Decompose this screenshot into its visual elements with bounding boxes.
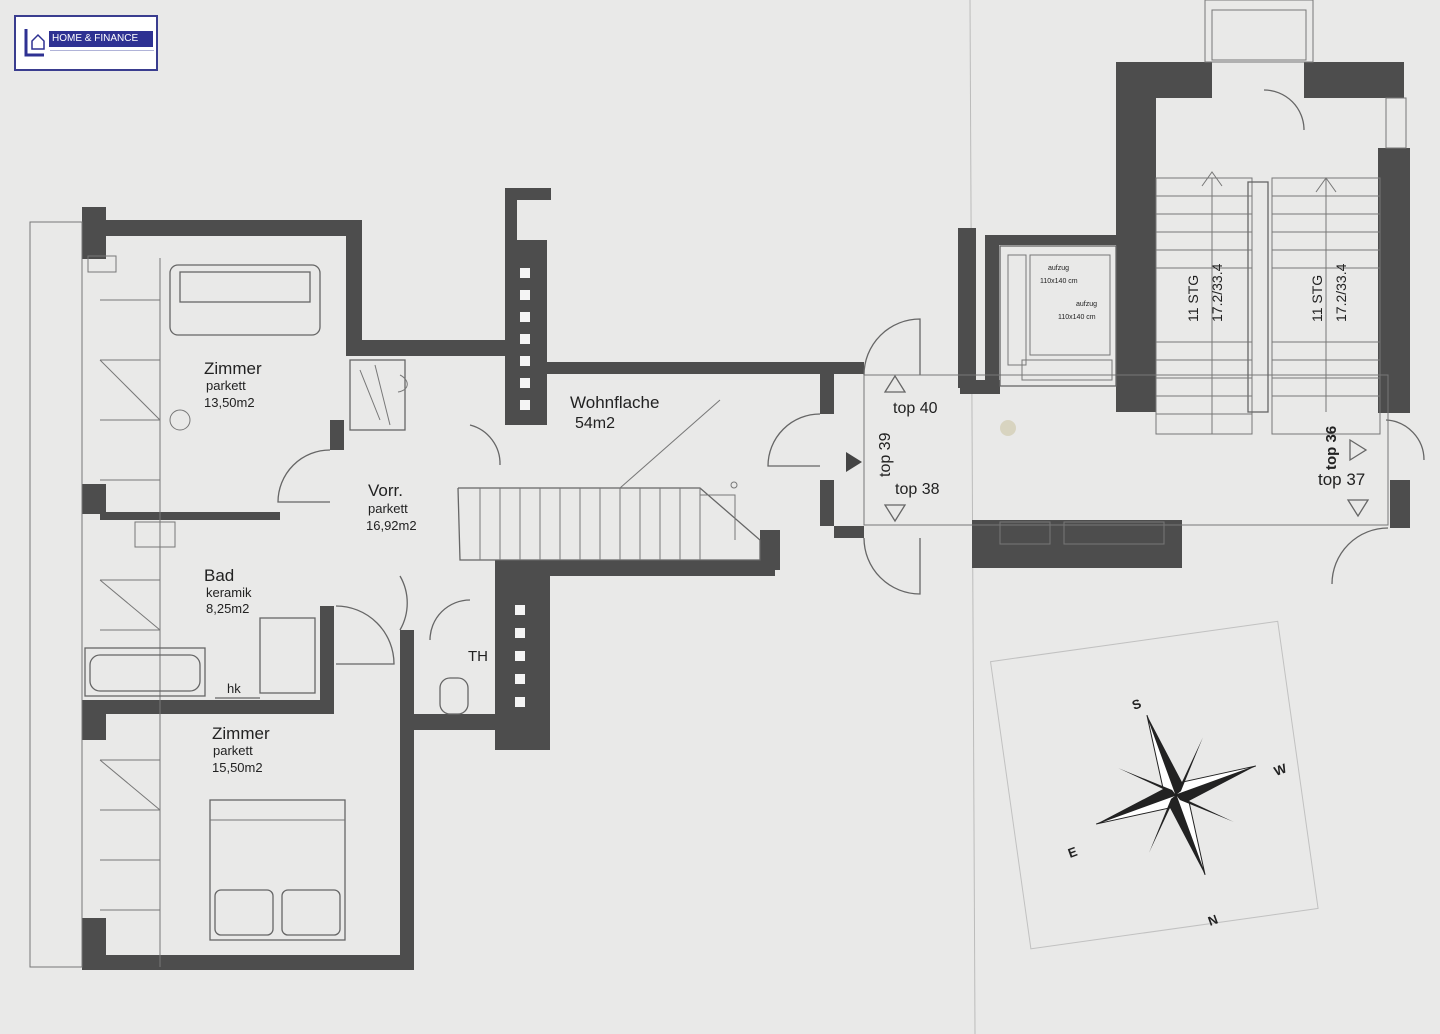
stair-right-steps: 11 STG <box>1309 275 1325 322</box>
paper-fold-line <box>969 0 976 1034</box>
compass-e: E <box>1066 844 1080 861</box>
top38-label: top 38 <box>895 481 940 498</box>
top40-label: top 40 <box>893 400 938 417</box>
zimmer1-name: Zimmer <box>204 359 262 378</box>
stair-left-steps: 11 STG <box>1185 275 1201 322</box>
compass-n: N <box>1206 912 1220 929</box>
inner-staircase <box>457 399 761 561</box>
elevator-label-1: aufzug <box>1048 265 1069 272</box>
unit-arrows <box>846 374 1370 523</box>
top39-label: top 39 <box>877 432 894 477</box>
elevator-size-1: 110x140 cm <box>1040 278 1078 285</box>
top36-label: top 36 <box>1323 426 1340 470</box>
corridor <box>863 374 1389 545</box>
zimmer2-floor: parkett <box>213 743 253 758</box>
zimmer2-area: 15,50m2 <box>212 760 263 775</box>
vorraum-floor: parkett <box>368 501 408 516</box>
stairwell <box>1155 171 1381 435</box>
top37-label: top 37 <box>1318 470 1365 489</box>
doors <box>277 89 1425 665</box>
elevator-label-2: aufzug <box>1076 301 1097 308</box>
elevator <box>999 245 1117 387</box>
zimmer2-name: Zimmer <box>212 724 270 743</box>
bad-name: Bad <box>204 566 234 585</box>
compass-s: S <box>1130 696 1144 713</box>
vorraum-name: Vorr. <box>368 481 403 500</box>
logo-mark-icon <box>24 29 45 57</box>
company-logo: HOME & FINANCE <box>14 15 158 71</box>
upper-door <box>1204 0 1407 149</box>
bath-fixtures <box>84 521 316 699</box>
hk-label: hk <box>227 681 241 696</box>
zimmer2-label: Zimmer parkett 15,50m2 <box>212 724 270 775</box>
wohnflache-area: 54m2 <box>575 415 615 432</box>
bad-floor: keramik <box>206 585 252 600</box>
vorraum-area: 16,92m2 <box>366 518 417 533</box>
vorraum-label: Vorr. parkett 16,92m2 <box>366 481 417 533</box>
sofa <box>169 264 321 431</box>
wc <box>349 359 471 715</box>
stair-right-ratio: 17.2/33.4 <box>1333 263 1349 322</box>
zimmer1-floor: parkett <box>206 378 246 393</box>
logo-tagline-line <box>50 50 154 55</box>
balcony-strip <box>29 221 161 968</box>
wohnflache-name: Wohnflache <box>570 393 659 412</box>
zimmer1-label: Zimmer parkett 13,50m2 <box>204 359 262 410</box>
logo-name: HOME & FINANCE <box>49 31 153 47</box>
compass-w: W <box>1272 760 1289 779</box>
compass-rose <box>989 620 1319 950</box>
th-label: TH <box>468 648 488 665</box>
bad-area: 8,25m2 <box>206 601 249 616</box>
column-windows <box>515 268 530 707</box>
zimmer1-area: 13,50m2 <box>204 395 255 410</box>
stair-left-ratio: 17.2/33.4 <box>1209 263 1225 322</box>
bad-label: Bad keramik 8,25m2 <box>204 566 252 616</box>
wohnflache-label: Wohnflache 54m2 <box>570 393 659 432</box>
bed <box>209 799 346 941</box>
walls <box>82 188 864 970</box>
elevator-size-2: 110x140 cm <box>1058 314 1096 321</box>
